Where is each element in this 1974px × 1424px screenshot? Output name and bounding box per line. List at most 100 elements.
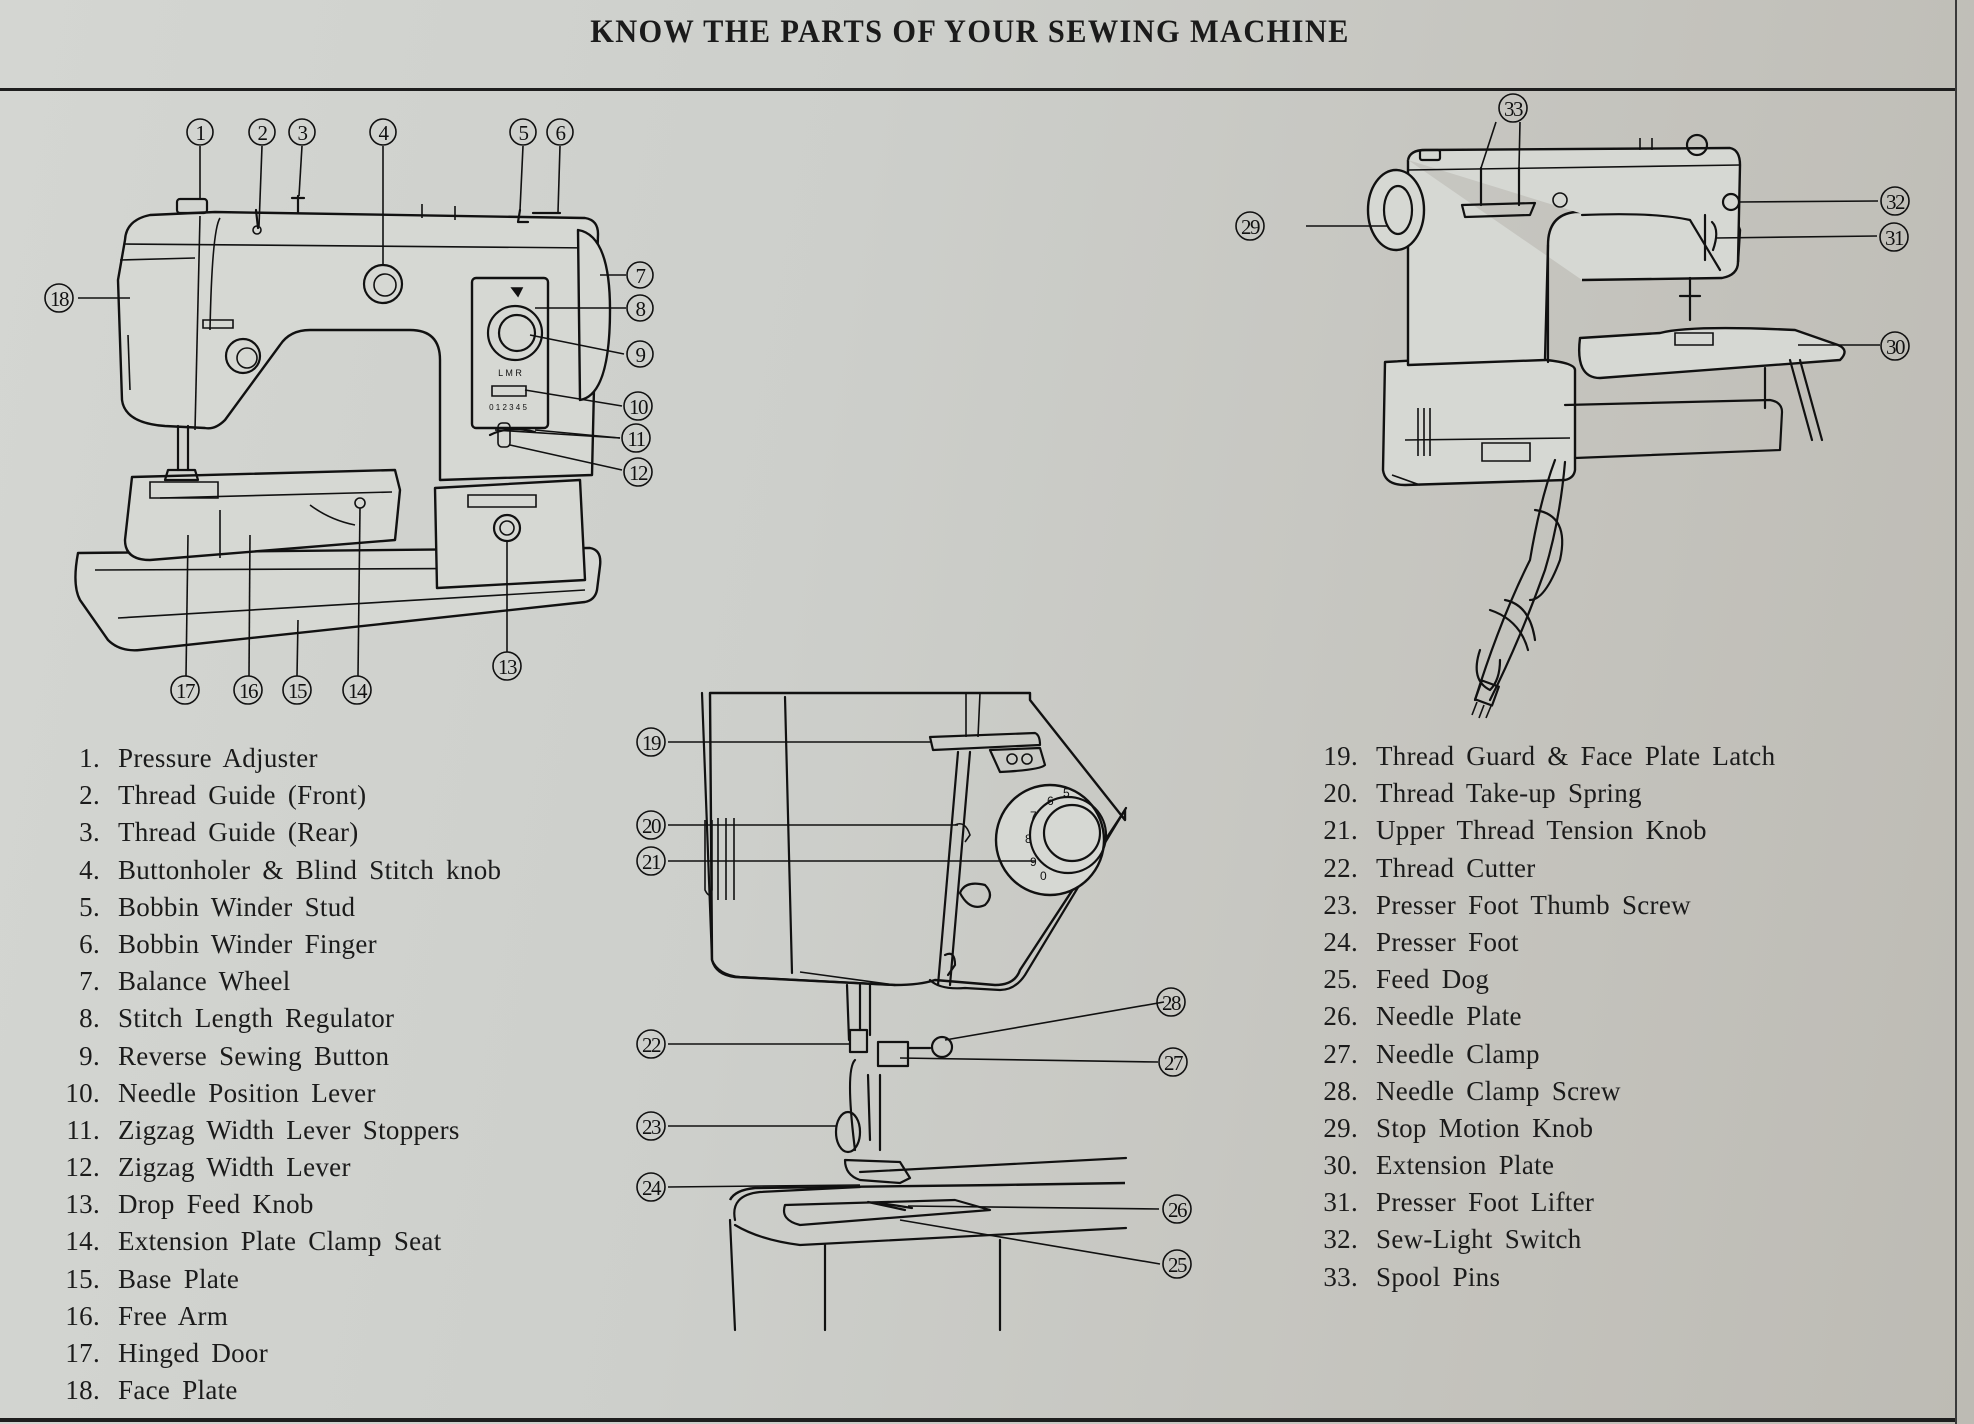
part-number: 21. [1323,815,1358,846]
part-list-item: 1.Pressure Adjuster [40,740,501,777]
part-label: Bobbin Winder Finger [118,928,377,959]
svg-text:9: 9 [636,343,646,367]
part-label: Needle Position Lever [118,1077,376,1108]
svg-text:22: 22 [642,1033,661,1057]
part-number: 10. [65,1077,100,1108]
part-number: 32. [1323,1224,1358,1255]
part-label: Sew-Light Switch [1376,1224,1582,1255]
part-label: Hinged Door [118,1338,269,1368]
svg-text:29: 29 [1241,215,1260,239]
callout-1: 1 [187,119,213,145]
part-label: Upper Thread Tension Knob [1376,815,1707,846]
part-label: Thread Guide (Front) [118,780,367,811]
part-label: Extension Plate [1376,1150,1555,1181]
part-list-item: 33.Spool Pins [1310,1259,1775,1296]
part-list-item: 30.Extension Plate [1310,1147,1775,1184]
svg-text:10: 10 [629,395,648,419]
callout-14: 14 [343,676,371,704]
part-number: 15. [65,1263,100,1294]
part-number: 31. [1323,1187,1358,1218]
callout-20: 20 [637,811,665,839]
part-label: Thread Cutter [1376,852,1536,883]
callout-3: 3 [289,119,315,145]
part-label: Thread Guard & Face Plate Latch [1376,741,1776,771]
callout-26: 26 [1163,1195,1191,1223]
part-label: Thread Take-up Spring [1376,778,1642,809]
svg-text:3: 3 [298,121,308,145]
svg-text:14: 14 [348,679,368,703]
part-number: 29. [1323,1112,1358,1143]
svg-text:1: 1 [196,121,206,145]
svg-text:13: 13 [498,655,517,679]
part-label: Extension Plate Clamp Seat [118,1226,442,1257]
part-number: 28. [1323,1075,1358,1106]
part-number: 18. [65,1375,100,1406]
callout-5: 5 [510,119,536,145]
callout-23: 23 [637,1112,665,1140]
right-page-edge [1955,0,1957,1424]
callout-6: 6 [547,119,573,145]
part-label: Thread Guide (Rear) [118,817,359,848]
callout-17: 17 [171,676,199,704]
part-label: Stitch Length Regulator [118,1003,395,1034]
tension-dial-mark-7: 7 [1030,809,1037,823]
part-list-item: 23.Presser Foot Thumb Screw [1310,887,1775,924]
part-number: 23. [1323,889,1358,920]
part-number: 12. [65,1152,100,1183]
callout-18: 18 [45,284,73,312]
part-list-item: 11.Zigzag Width Lever Stoppers [40,1112,501,1149]
part-list-item: 5. Bobbin Winder Stud [40,889,501,926]
front-machine-illustration: L M R 0 1 2 3 4 5 [75,196,610,650]
part-number: 9. [79,1040,100,1071]
callout-31: 31 [1880,223,1908,251]
part-label: Presser Foot Lifter [1376,1187,1595,1218]
part-list-item: 19.Thread Guard & Face Plate Latch [1310,738,1775,775]
closeup-leader-lines [668,742,1164,1264]
front-view-leader-lines [78,146,626,676]
svg-text:28: 28 [1162,991,1181,1015]
part-number: 26. [1323,1001,1358,1032]
callout-30: 30 [1881,332,1909,360]
part-label: Stop Motion Knob [1376,1112,1594,1143]
part-list-item: 17.Hinged Door [40,1335,501,1372]
svg-text:31: 31 [1885,226,1904,250]
callout-24: 24 [637,1173,665,1201]
svg-text:21: 21 [642,850,661,874]
part-label: Face Plate [118,1375,238,1406]
tension-dial-mark-5: 5 [1063,786,1070,800]
part-list-item: 22.Thread Cutter [1310,850,1775,887]
svg-text:11: 11 [627,427,645,451]
part-list-item: 3. Thread Guide (Rear) [40,814,501,851]
part-list-item: 26.Needle Plate [1310,998,1775,1035]
part-number: 5. [79,891,100,922]
svg-text:25: 25 [1168,1253,1187,1277]
part-number: 24. [1323,926,1358,957]
callout-29: 29 [1236,212,1264,240]
part-list-item: 24.Presser Foot [1310,924,1775,961]
tension-dial-mark-0: 0 [1040,869,1047,883]
part-number: 11. [66,1114,100,1145]
part-list-item: 28.Needle Clamp Screw [1310,1073,1775,1110]
part-label: Feed Dog [1376,964,1490,995]
footer-rule [0,1418,1955,1422]
part-number: 4. [79,854,100,885]
svg-text:23: 23 [642,1115,661,1139]
part-number: 25. [1323,964,1358,995]
part-number: 3. [79,817,100,848]
svg-text:2: 2 [258,121,268,145]
part-number: 7. [79,966,100,997]
part-label: Drop Feed Knob [118,1189,314,1220]
part-number: 1. [79,743,100,773]
part-number: 27. [1323,1038,1358,1069]
part-list-item: 18. Face Plate [40,1372,501,1409]
part-number: 13. [65,1189,100,1220]
svg-text:18: 18 [50,287,69,311]
part-list-item: 12.Zigzag Width Lever [40,1149,501,1186]
part-list-item: 27.Needle Clamp [1310,1036,1775,1073]
svg-text:16: 16 [239,679,258,703]
part-label: Bobbin Winder Stud [118,891,356,922]
callout-21: 21 [637,847,665,875]
part-list-item: 4.Buttonholer & Blind Stitch knob [40,852,501,889]
rear-machine-illustration [1368,135,1845,718]
callout-7: 7 [627,262,653,288]
